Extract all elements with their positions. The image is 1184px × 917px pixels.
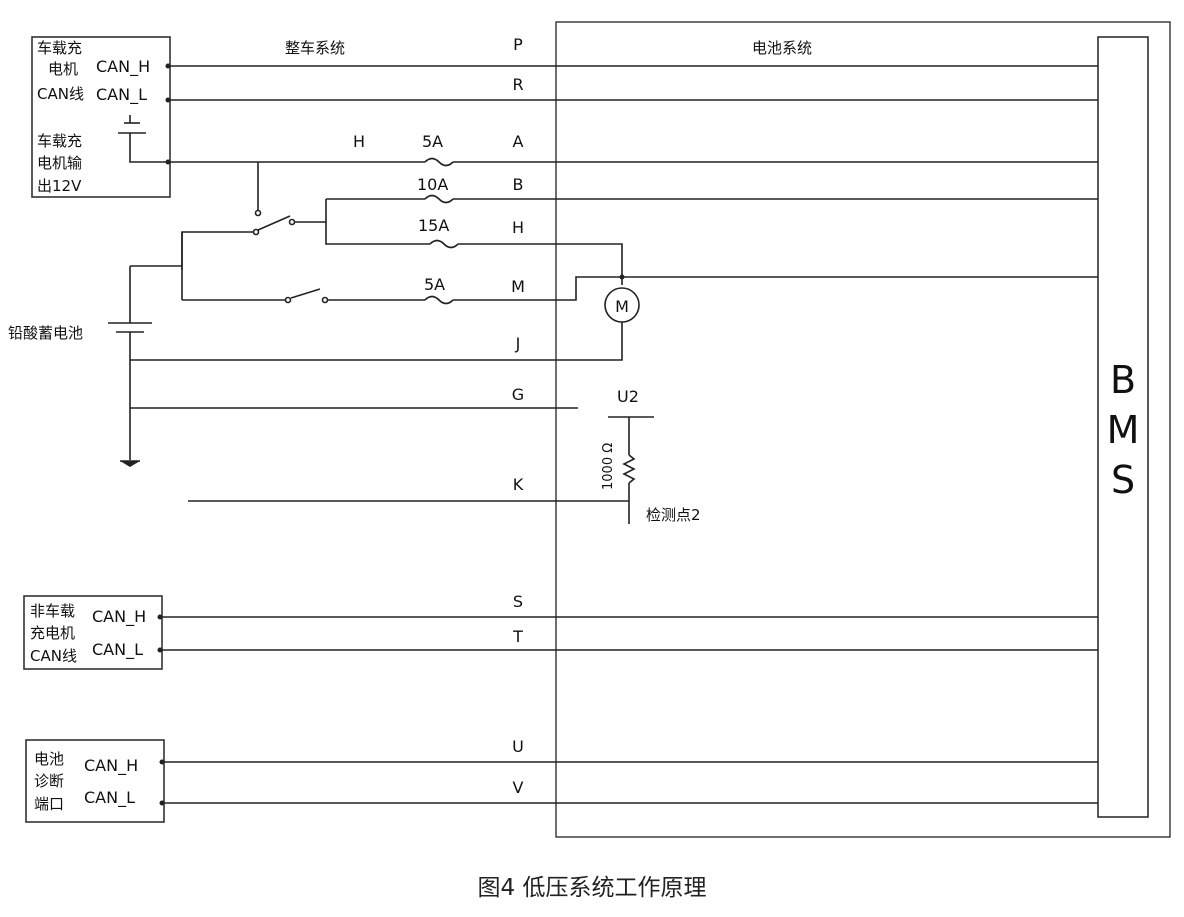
wire-h-to-motor (458, 243, 623, 285)
wire-j (130, 322, 623, 361)
bms-letter-s: S (1111, 458, 1135, 502)
switch-2-contact-right (321, 296, 329, 304)
bms-letter-b: B (1110, 358, 1136, 402)
offboard-charger-title-2: 充电机 (30, 624, 75, 642)
bms-box (1097, 36, 1149, 818)
pin-label-g: G (512, 385, 524, 404)
onboard-charger-can-title-2: 电机 (48, 60, 78, 78)
fuse-10a-icon (424, 194, 454, 204)
switch-2-contact-left (284, 296, 292, 304)
diag-port-can-h: CAN_H (84, 756, 138, 776)
pin-label-r: R (512, 75, 523, 94)
onboard-charger-can-h: CAN_H (96, 57, 150, 77)
fuse-15a-label: 15A (418, 216, 449, 235)
diag-port-can-l: CAN_L (84, 788, 135, 808)
junction-s (157, 614, 163, 620)
wire-switch1-out (295, 199, 327, 223)
fuse-5a-a-label: 5A (422, 132, 443, 151)
fuse-15a-icon (429, 239, 459, 249)
offboard-charger-can-l: CAN_L (92, 640, 143, 660)
onboard-charger-12v-title-1: 车载充 (37, 132, 82, 150)
wire-battery-to-switch1 (181, 231, 253, 270)
diag-port-title-1: 电池 (34, 750, 64, 768)
pin-label-j: J (515, 334, 521, 353)
motor-junction (619, 274, 625, 280)
u2-label: U2 (617, 387, 639, 406)
junction-t (157, 647, 163, 653)
motor-label: M (615, 297, 629, 316)
onboard-12v-output-wire (129, 133, 168, 163)
pin-label-k: K (513, 475, 524, 494)
battery-system-label: 电池系统 (752, 39, 812, 57)
onboard-charger-can-l: CAN_L (96, 85, 147, 105)
onboard-charger-12v-title-3: 出12V (37, 177, 82, 195)
pin-label-u: U (512, 737, 524, 756)
pin-label-b: B (513, 175, 524, 194)
junction-p (165, 63, 171, 69)
wire-switch1-to-h (325, 222, 430, 245)
onboard-charger-box (31, 36, 171, 198)
battery-system-box (555, 21, 1171, 838)
diag-port-title-2: 诊断 (34, 772, 64, 790)
offboard-charger-box (23, 595, 163, 670)
offboard-charger-can-h: CAN_H (92, 607, 146, 627)
junction-r (165, 97, 171, 103)
onboard-charger-12v-title-2: 电机输 (37, 154, 82, 172)
fuse-10a-label: 10A (417, 175, 448, 194)
figure-caption: 图4 低压系统工作原理 (478, 875, 707, 901)
offboard-charger-title-3: CAN线 (30, 647, 77, 665)
lead-acid-battery-label: 铅酸蓄电池 (8, 324, 83, 342)
pin-label-s: S (513, 592, 523, 611)
wire-h-label: H (353, 132, 365, 151)
diag-port-title-3: 端口 (34, 795, 64, 813)
bms-letter-m: M (1107, 408, 1140, 452)
switch-1-blade-icon (257, 215, 291, 231)
pin-label-a: A (513, 132, 524, 151)
junction-v (159, 800, 165, 806)
test-point-label: 检测点2 (646, 506, 701, 524)
switch-2-blade-icon (290, 288, 321, 299)
fuse-5a-m-icon (424, 295, 454, 305)
wire-m (453, 276, 1098, 301)
switch-1-contact-left (252, 228, 260, 236)
onboard-charger-can-title-3: CAN线 (37, 85, 84, 103)
offboard-charger-title-1: 非车载 (30, 602, 75, 620)
pin-label-p: P (513, 35, 523, 54)
switch-1-contact-top (254, 209, 262, 217)
diag-port-box (25, 739, 165, 823)
pin-label-h: H (512, 218, 524, 237)
vehicle-system-label: 整车系统 (285, 39, 345, 57)
resistor-icon (622, 454, 636, 484)
switch-1-contact-right (288, 218, 296, 226)
ground-arrow-icon (120, 461, 140, 467)
fuse-5a-a-icon (424, 157, 454, 167)
onboard-charger-can-title-1: 车载充 (37, 39, 82, 57)
junction-u (159, 759, 165, 765)
pin-label-t: T (512, 627, 523, 646)
resistor-label: 1000 Ω (601, 443, 616, 490)
pin-label-m: M (511, 277, 525, 296)
pin-label-v: V (513, 778, 524, 797)
fuse-5a-m-label: 5A (424, 275, 445, 294)
